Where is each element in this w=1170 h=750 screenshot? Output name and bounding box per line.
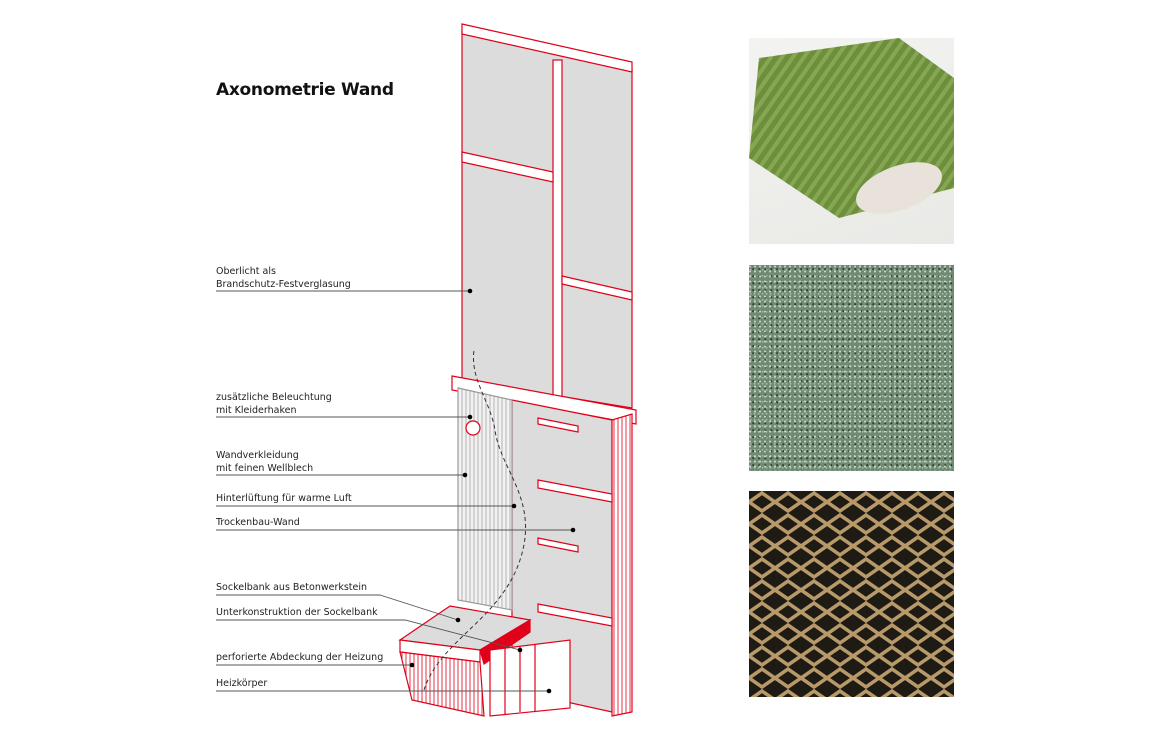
label-heizkoerper: Heizkörper xyxy=(216,678,268,689)
label-hinterlueftung: Hinterlüftung für warme Luft xyxy=(216,493,352,504)
photo-expanded-metal xyxy=(749,491,954,697)
airflow-arrow xyxy=(423,349,526,691)
label-trockenbau: Trockenbau-Wand xyxy=(216,517,300,528)
label-sockelbank: Sockelbank aus Betonwerkstein xyxy=(216,582,368,593)
leader-lines xyxy=(216,290,573,692)
lower-wall xyxy=(457,387,633,717)
glazing-panel xyxy=(451,23,637,425)
label-unterkonstruktion: Unterkonstruktion der Sockelbank xyxy=(216,607,378,618)
bench xyxy=(398,605,571,717)
photo-corrugated-sheet xyxy=(749,38,954,244)
label-abdeckung: perforierte Abdeckung der Heizung xyxy=(216,652,384,663)
photo-terrazzo xyxy=(749,265,954,471)
diagram-title: Axonometrie Wand xyxy=(216,80,394,100)
leader-dots xyxy=(409,288,576,694)
